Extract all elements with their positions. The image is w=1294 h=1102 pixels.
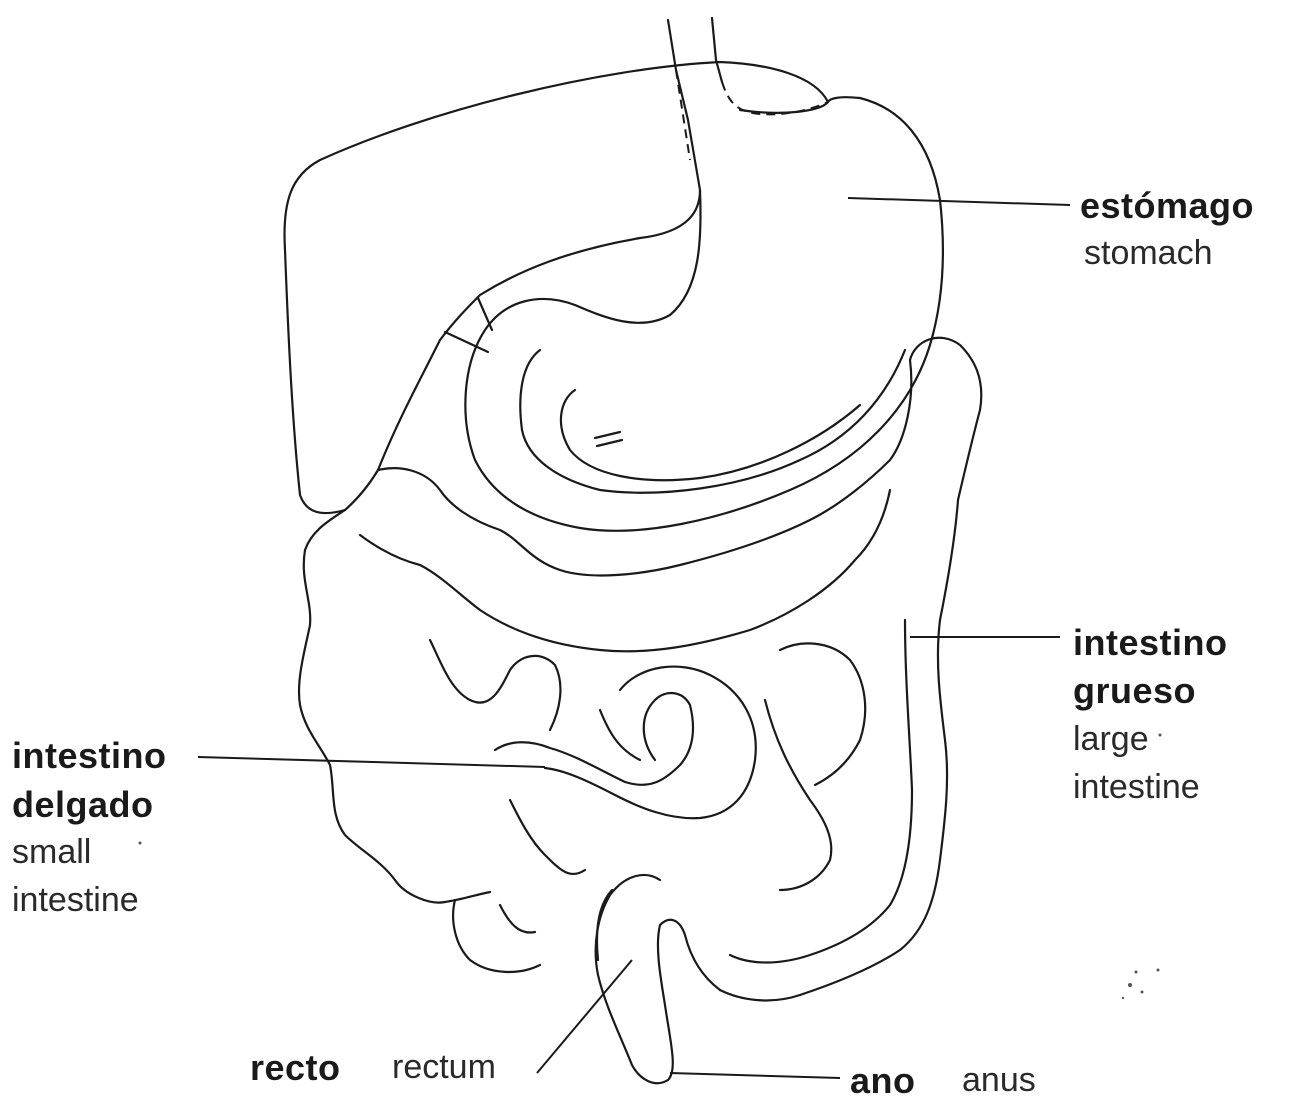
stomach — [465, 97, 943, 531]
scan-specks — [139, 734, 1162, 1000]
large-intestine-label-spanish-line1: intestino — [1073, 625, 1228, 661]
large-intestine — [299, 338, 981, 1001]
small-intestine-label-english-line2: intestine — [12, 883, 139, 917]
stomach-leader-line — [848, 198, 1070, 205]
stomach-label-spanish: estómago — [1080, 188, 1254, 224]
small-intestine-leader-line — [198, 757, 545, 767]
small-intestine-label-english-line1: small — [12, 835, 91, 869]
anus-label-english: anus — [962, 1063, 1036, 1097]
large-intestine-label-english-line2: intestine — [1073, 770, 1200, 804]
rectum-label-spanish: recto — [250, 1050, 341, 1086]
anus-label-spanish: ano — [850, 1063, 916, 1099]
small-intestine-label-spanish-line1: intestino — [12, 738, 167, 774]
rectum — [596, 875, 720, 1083]
small-intestine-label-spanish-line2: delgado — [12, 787, 154, 823]
rectum-label-english: rectum — [392, 1050, 496, 1084]
large-intestine-label-english-line1: large — [1073, 722, 1149, 756]
large-intestine-label-spanish-line2: grueso — [1073, 673, 1196, 709]
esophagus — [668, 18, 828, 190]
small-intestine — [430, 640, 865, 972]
rectum-leader-line — [537, 960, 632, 1073]
stomach-label-english: stomach — [1084, 236, 1213, 270]
anus-leader-line — [670, 1073, 840, 1078]
liver — [284, 62, 828, 513]
